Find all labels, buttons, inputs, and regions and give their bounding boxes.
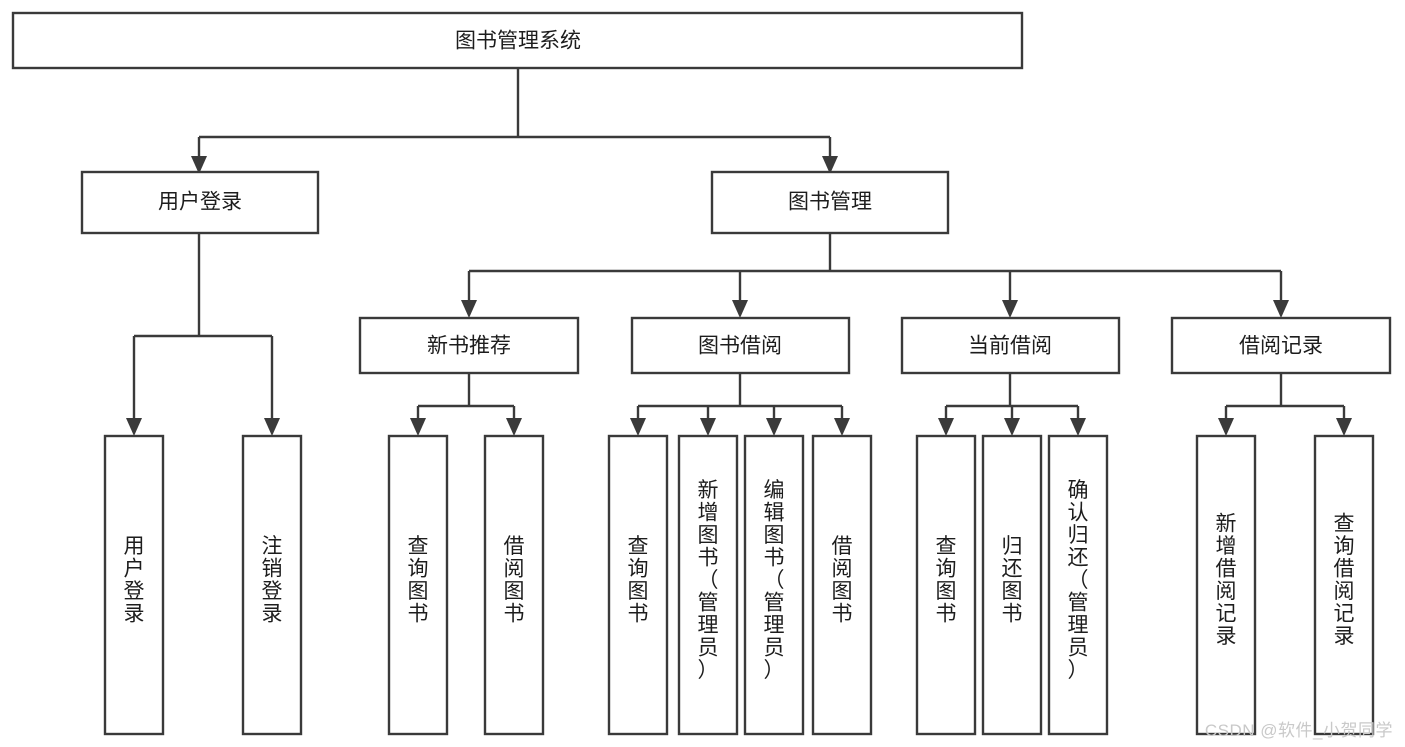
node-leaf-edit-book[interactable]: 编辑图书（管理员）	[743, 434, 805, 736]
node-leaf-query-book-1-label: 查询图书	[408, 535, 429, 626]
arrow-to-borrow-record	[1273, 300, 1289, 318]
arrow-to-book-borrow	[732, 300, 748, 318]
arrow-to-current-borrow	[1002, 300, 1018, 318]
node-book-manage[interactable]: 图书管理	[710, 170, 950, 235]
node-leaf-confirm-return-label: 确认归还（管理员）	[1068, 478, 1089, 681]
arrow-to-leaf-query-book-2	[630, 418, 646, 436]
node-leaf-query-book-1[interactable]: 查询图书	[387, 434, 449, 736]
node-leaf-add-book-label: 新增图书（管理员）	[698, 478, 719, 681]
arrow-to-user-login	[191, 156, 207, 174]
node-borrow-record[interactable]: 借阅记录	[1170, 316, 1392, 375]
arrow-to-leaf-confirm-return	[1070, 418, 1086, 436]
arrow-to-leaf-edit-book	[766, 418, 782, 436]
node-leaf-query-book-2[interactable]: 查询图书	[607, 434, 669, 736]
arrow-to-book-manage	[822, 156, 838, 174]
node-leaf-user-login[interactable]: 用户登录	[103, 434, 165, 736]
node-leaf-add-record-label: 新增借阅记录	[1216, 512, 1237, 648]
node-book-borrow[interactable]: 图书借阅	[630, 316, 851, 375]
node-leaf-logout[interactable]: 注销登录	[241, 434, 303, 736]
node-leaf-query-book-3-label: 查询图书	[936, 535, 957, 626]
arrow-to-leaf-add-book	[700, 418, 716, 436]
node-root[interactable]: 图书管理系统	[11, 11, 1024, 70]
node-leaf-query-record[interactable]: 查询借阅记录	[1313, 434, 1375, 736]
node-leaf-edit-book-label: 编辑图书（管理员）	[764, 478, 785, 681]
arrow-to-new-book-rec	[461, 300, 477, 318]
arrow-to-leaf-borrow-book-1	[506, 418, 522, 436]
csdn-watermark: CSDN @软件_小贺同学	[1204, 721, 1393, 740]
arrow-to-leaf-borrow-book-2	[834, 418, 850, 436]
arrow-to-leaf-user-login	[126, 418, 142, 436]
arrow-to-leaf-return-book	[1004, 418, 1020, 436]
arrow-to-leaf-add-record	[1218, 418, 1234, 436]
node-leaf-logout-label: 注销登录	[262, 535, 283, 626]
arrow-to-leaf-logout	[264, 418, 280, 436]
node-leaf-confirm-return[interactable]: 确认归还（管理员）	[1047, 434, 1109, 736]
connector-layer	[126, 68, 1352, 436]
node-leaf-return-book[interactable]: 归还图书	[981, 434, 1043, 736]
node-current-borrow-label: 当前借阅	[968, 335, 1052, 358]
node-root-label: 图书管理系统	[455, 30, 581, 53]
node-leaf-borrow-book-2-label: 借阅图书	[832, 535, 853, 626]
node-leaf-query-book-2-label: 查询图书	[628, 535, 649, 626]
node-user-login-label: 用户登录	[158, 191, 242, 214]
node-leaf-query-record-label: 查询借阅记录	[1334, 512, 1355, 648]
node-leaf-borrow-book-1-label: 借阅图书	[504, 535, 525, 626]
node-new-book-rec-label: 新书推荐	[427, 335, 511, 358]
node-leaf-borrow-book-2[interactable]: 借阅图书	[811, 434, 873, 736]
node-user-login[interactable]: 用户登录	[80, 170, 320, 235]
arrow-to-leaf-query-book-1	[410, 418, 426, 436]
node-book-borrow-label: 图书借阅	[698, 335, 782, 358]
node-current-borrow[interactable]: 当前借阅	[900, 316, 1121, 375]
node-leaf-return-book-label: 归还图书	[1002, 535, 1023, 626]
node-leaf-user-login-label: 用户登录	[124, 535, 145, 626]
arrow-to-leaf-query-record	[1336, 418, 1352, 436]
node-leaf-add-book[interactable]: 新增图书（管理员）	[677, 434, 739, 736]
node-book-manage-label: 图书管理	[788, 191, 872, 214]
node-leaf-add-record[interactable]: 新增借阅记录	[1195, 434, 1257, 736]
node-new-book-rec[interactable]: 新书推荐	[358, 316, 580, 375]
node-leaf-borrow-book-1[interactable]: 借阅图书	[483, 434, 545, 736]
arrow-to-leaf-query-book-3	[938, 418, 954, 436]
node-leaf-query-book-3[interactable]: 查询图书	[915, 434, 977, 736]
node-borrow-record-label: 借阅记录	[1239, 335, 1323, 358]
